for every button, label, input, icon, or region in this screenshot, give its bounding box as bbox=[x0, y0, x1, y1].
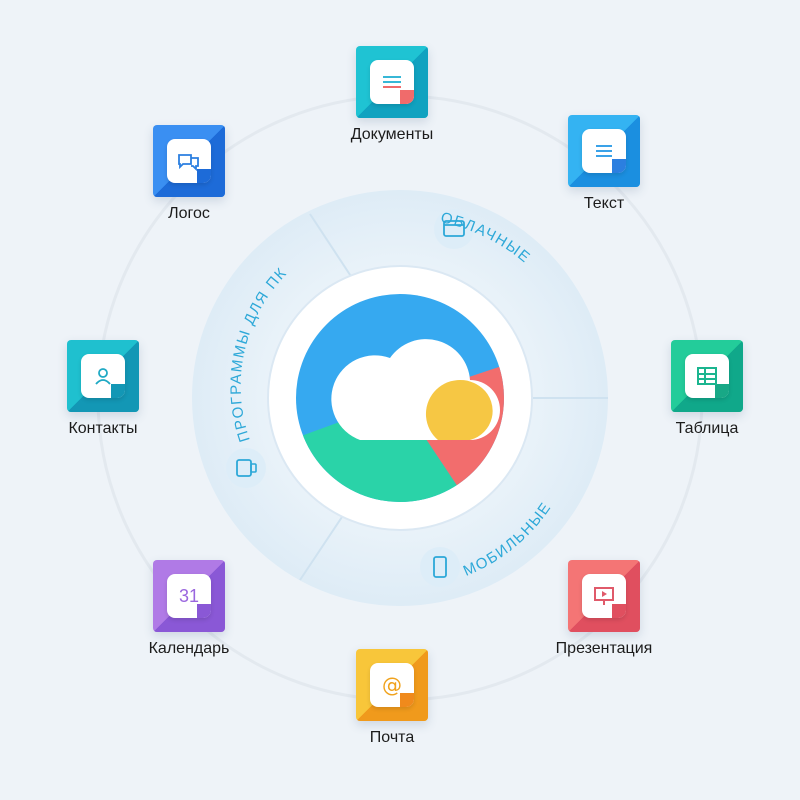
app-logos[interactable]: Логос bbox=[129, 125, 249, 229]
app-table[interactable]: Таблица bbox=[647, 340, 767, 444]
app-text[interactable]: Текст bbox=[544, 115, 664, 219]
app-tile[interactable] bbox=[568, 115, 640, 187]
app-documents[interactable]: Документы bbox=[332, 46, 452, 150]
person-icon bbox=[81, 354, 125, 398]
app-tile[interactable] bbox=[153, 125, 225, 197]
calendar-icon: 31 bbox=[167, 574, 211, 618]
smartphone-icon bbox=[420, 547, 460, 587]
app-label: Презентация bbox=[555, 640, 653, 657]
app-tile[interactable]: @ bbox=[356, 649, 428, 721]
app-label: Логос bbox=[168, 205, 210, 222]
segment-divider-bottom bbox=[299, 507, 349, 581]
app-mail[interactable]: @ Почта bbox=[332, 649, 452, 753]
app-label: Контакты bbox=[68, 420, 138, 437]
calendar-day: 31 bbox=[178, 585, 200, 606]
app-label: Текст bbox=[583, 195, 625, 212]
app-label: Документы bbox=[350, 126, 434, 143]
app-tile[interactable]: 31 bbox=[153, 560, 225, 632]
app-tile[interactable] bbox=[356, 46, 428, 118]
text-lines-icon bbox=[582, 129, 626, 173]
app-presentation[interactable]: Презентация bbox=[544, 560, 664, 664]
app-label: Календарь bbox=[148, 640, 230, 657]
app-tile[interactable] bbox=[671, 340, 743, 412]
document-icon bbox=[370, 60, 414, 104]
app-tile[interactable] bbox=[568, 560, 640, 632]
desktop-app-icon bbox=[226, 448, 266, 488]
chat-bubbles-icon bbox=[167, 139, 211, 183]
app-calendar[interactable]: 31 Календарь bbox=[129, 560, 249, 664]
presentation-icon bbox=[582, 574, 626, 618]
at-sign-icon: @ bbox=[382, 673, 402, 697]
cloud-icon bbox=[331, 339, 500, 440]
browser-window-icon bbox=[434, 209, 474, 249]
app-tile[interactable] bbox=[67, 340, 139, 412]
app-label: Таблица bbox=[675, 420, 739, 437]
app-label: Почта bbox=[369, 729, 415, 746]
app-contacts[interactable]: Контакты bbox=[43, 340, 163, 444]
table-icon bbox=[685, 354, 729, 398]
center-ring-shadow bbox=[267, 265, 533, 531]
